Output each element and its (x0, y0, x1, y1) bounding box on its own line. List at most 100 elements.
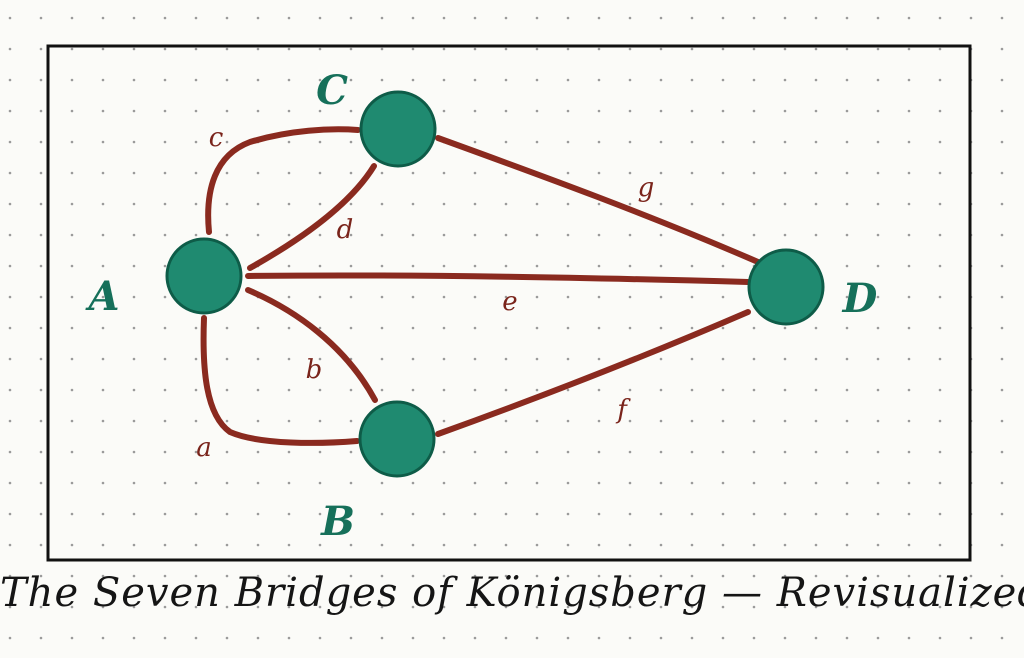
grid-dot (442, 47, 446, 51)
grid-dot (70, 264, 74, 268)
grid-dot (349, 388, 353, 392)
grid-dot (318, 419, 322, 423)
grid-dot (163, 481, 167, 485)
grid-dot (628, 543, 632, 547)
grid-dot (752, 202, 756, 206)
grid-dot (101, 357, 105, 361)
grid-dot (8, 233, 12, 237)
grid-dot (628, 419, 632, 423)
grid-dot (411, 78, 415, 82)
grid-dot (287, 16, 291, 20)
grid-dot (318, 16, 322, 20)
grid-dot (628, 605, 632, 609)
grid-dot (752, 233, 756, 237)
grid-dot (225, 357, 229, 361)
grid-dot (39, 326, 43, 330)
grid-dot (225, 326, 229, 330)
grid-dot (938, 264, 942, 268)
grid-dot (287, 605, 291, 609)
grid-dot (70, 388, 74, 392)
grid-dot (287, 450, 291, 454)
grid-dot (225, 512, 229, 516)
grid-dot (535, 450, 539, 454)
grid-dot (721, 264, 725, 268)
grid-dot (845, 450, 849, 454)
grid-dot (907, 636, 911, 640)
grid-dot (690, 450, 694, 454)
grid-dot (504, 357, 508, 361)
grid-dot (876, 450, 880, 454)
grid-dot (876, 636, 880, 640)
grid-dot (566, 109, 570, 113)
grid-dot (287, 171, 291, 175)
grid-dot (70, 202, 74, 206)
grid-dot (39, 16, 43, 20)
grid-dot (938, 140, 942, 144)
grid-dot (907, 388, 911, 392)
node-A (165, 237, 243, 315)
grid-dot (1000, 636, 1004, 640)
grid-dot (411, 233, 415, 237)
grid-dot (504, 47, 508, 51)
grid-dot (349, 78, 353, 82)
grid-dot (566, 605, 570, 609)
grid-dot (907, 574, 911, 578)
grid-dot (566, 295, 570, 299)
grid-dot (380, 543, 384, 547)
grid-dot (349, 419, 353, 423)
grid-dot (318, 109, 322, 113)
grid-dot (566, 47, 570, 51)
grid-dot (318, 605, 322, 609)
grid-dot (845, 295, 849, 299)
grid-dot (597, 171, 601, 175)
grid-dot (938, 202, 942, 206)
grid-dot (132, 140, 136, 144)
dot-grid-background (8, 16, 1004, 640)
grid-dot (938, 543, 942, 547)
grid-dot (752, 450, 756, 454)
grid-dot (473, 233, 477, 237)
grid-dot (256, 326, 260, 330)
grid-dot (690, 140, 694, 144)
grid-dot (1000, 233, 1004, 237)
grid-dot (39, 388, 43, 392)
grid-dot (8, 16, 12, 20)
grid-dot (349, 171, 353, 175)
grid-dot (504, 605, 508, 609)
grid-dot (442, 636, 446, 640)
grid-dot (287, 574, 291, 578)
grid-dot (938, 357, 942, 361)
grid-dot (8, 109, 12, 113)
grid-dot (690, 388, 694, 392)
grid-dot (876, 419, 880, 423)
grid-dot (783, 233, 787, 237)
grid-dot (659, 140, 663, 144)
grid-dot (8, 419, 12, 423)
grid-dot (8, 481, 12, 485)
grid-dot (70, 171, 74, 175)
grid-dot (845, 388, 849, 392)
grid-dot (225, 233, 229, 237)
grid-dot (597, 481, 601, 485)
grid-dot (194, 78, 198, 82)
grid-dot (163, 543, 167, 547)
node-label-A: A (84, 273, 119, 320)
grid-dot (1000, 512, 1004, 516)
grid-dot (163, 512, 167, 516)
grid-dot (535, 357, 539, 361)
grid-dot (101, 574, 105, 578)
grid-dot (318, 481, 322, 485)
grid-dot (845, 512, 849, 516)
grid-dot (845, 574, 849, 578)
grid-dot (411, 295, 415, 299)
grid-dot (380, 605, 384, 609)
grid-dot (132, 47, 136, 51)
grid-dot (349, 16, 353, 20)
grid-dot (659, 481, 663, 485)
grid-dot (628, 109, 632, 113)
grid-dot (907, 16, 911, 20)
grid-dot (535, 16, 539, 20)
grid-dot (938, 450, 942, 454)
grid-dot (535, 605, 539, 609)
